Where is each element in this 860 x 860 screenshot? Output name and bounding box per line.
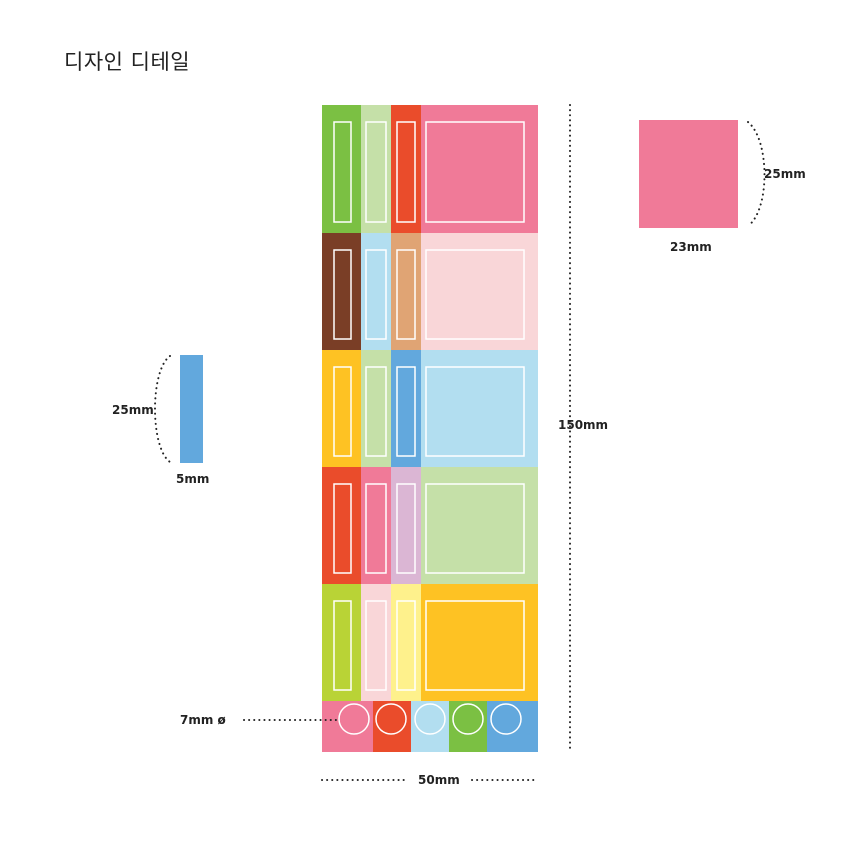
small-tab-height-label: 25mm [112, 403, 154, 417]
tab-outline [425, 249, 525, 340]
sheet-width-label: 50mm [418, 773, 460, 787]
tab-cell [322, 350, 361, 467]
tab-cell [421, 584, 538, 701]
dot-sticker [452, 703, 484, 735]
tab-outline [365, 483, 387, 574]
tab-outline [365, 600, 387, 691]
tab-outline [333, 366, 352, 457]
dot-sticker [414, 703, 446, 735]
dot-sticker [490, 703, 522, 735]
tab-outline [425, 366, 525, 457]
small-tab-height-bracket [154, 355, 171, 463]
tab-outline [396, 121, 416, 223]
dot-diameter-label: 7mm ø [180, 713, 226, 727]
tab-outline [333, 249, 352, 340]
dot-sticker [375, 703, 407, 735]
tab-outline [333, 483, 352, 574]
tab-cell [322, 584, 361, 701]
tab-outline [425, 600, 525, 691]
large-tab-width-label: 23mm [670, 240, 712, 254]
tab-cell [322, 467, 361, 584]
tab-cell [421, 467, 538, 584]
tab-cell [391, 105, 421, 233]
large-tab-height-bracket [747, 121, 766, 227]
tab-outline [365, 249, 387, 340]
small-tab-width-label: 5mm [176, 472, 210, 486]
tab-outline [333, 600, 352, 691]
tab-cell [391, 350, 421, 467]
tab-cell [322, 233, 361, 350]
tab-outline [333, 121, 352, 223]
tab-outline [365, 366, 387, 457]
sheet-height-label: 150mm [558, 418, 609, 432]
tab-outline [365, 121, 387, 223]
tab-outline [396, 249, 416, 340]
dot-cell [322, 701, 373, 752]
tab-cell [322, 105, 361, 233]
tab-cell [421, 105, 538, 233]
tab-cell [421, 350, 538, 467]
tab-outline [396, 483, 416, 574]
dot-sticker [338, 703, 370, 735]
tab-cell [391, 233, 421, 350]
large-tab-height-label: 25mm [764, 167, 806, 181]
tab-outline [425, 483, 525, 574]
tab-outline [396, 366, 416, 457]
tab-outline [425, 121, 525, 223]
tab-cell [391, 584, 421, 701]
sample-small-tab [180, 355, 203, 463]
tab-cell [421, 233, 538, 350]
tab-outline [396, 600, 416, 691]
page-title: 디자인 디테일 [64, 50, 191, 74]
sample-large-tab [639, 120, 738, 228]
tab-cell [391, 467, 421, 584]
dot-cell [487, 701, 538, 752]
